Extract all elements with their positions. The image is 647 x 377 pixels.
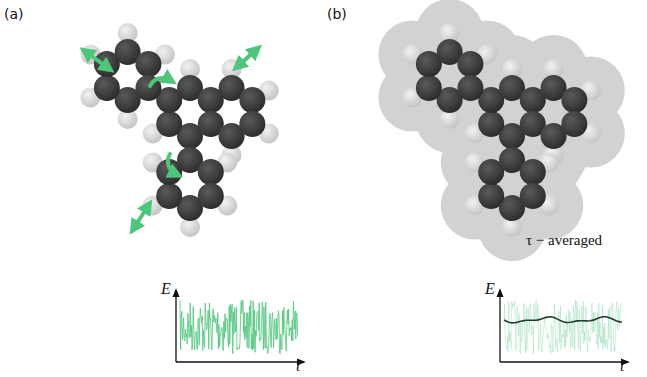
energy-axes [176,290,628,362]
carbon-atom [416,75,442,101]
carbon-atom [561,111,587,137]
axis-label: E [485,280,495,298]
axis-label: E [161,280,171,298]
molecule [80,23,278,237]
carbon-atom [239,111,265,137]
carbon-atom [198,159,224,185]
carbon-atom [520,159,546,185]
carbon-atom [457,51,483,77]
carbon-atom [156,183,182,209]
energy-signal [180,300,298,354]
carbon-atom [520,183,546,209]
panel-label: (b) [327,6,347,22]
carbon-atom [156,111,182,137]
axis-label: t [296,357,300,375]
carbon-atom [478,111,504,137]
carbon-atom [94,75,120,101]
carbon-atom [478,183,504,209]
carbon-atom [561,87,587,113]
energy-trace [180,300,622,354]
molecule-averaged [402,23,600,237]
averaged-envelope [378,0,624,261]
averaged-energy [504,317,622,323]
panel-label: (a) [4,6,24,22]
carbon-atom [198,183,224,209]
axis-label: t [620,357,624,375]
energy-signal-faint [504,300,622,354]
motion-arrows [86,50,256,228]
carbon-atom [135,51,161,77]
annotation: τ − averaged [526,232,602,249]
carbon-atom [239,87,265,113]
carbon-atom [457,75,483,101]
